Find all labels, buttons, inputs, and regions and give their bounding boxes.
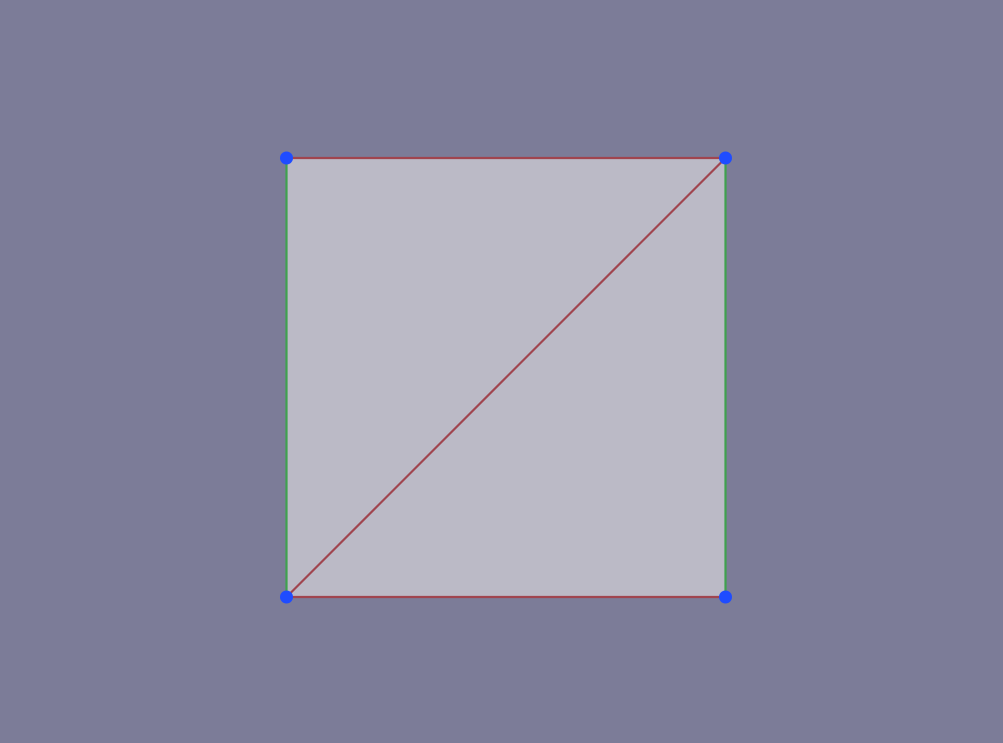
- v-bottom-right[interactable]: [719, 590, 732, 604]
- edge-diagonal[interactable]: [285, 156, 727, 599]
- v-bottom-left[interactable]: [280, 590, 293, 604]
- v-top-right[interactable]: [719, 151, 732, 165]
- v-top-left[interactable]: [280, 151, 293, 165]
- mesh-vertices: [280, 151, 732, 604]
- mesh-edges: [285, 156, 727, 599]
